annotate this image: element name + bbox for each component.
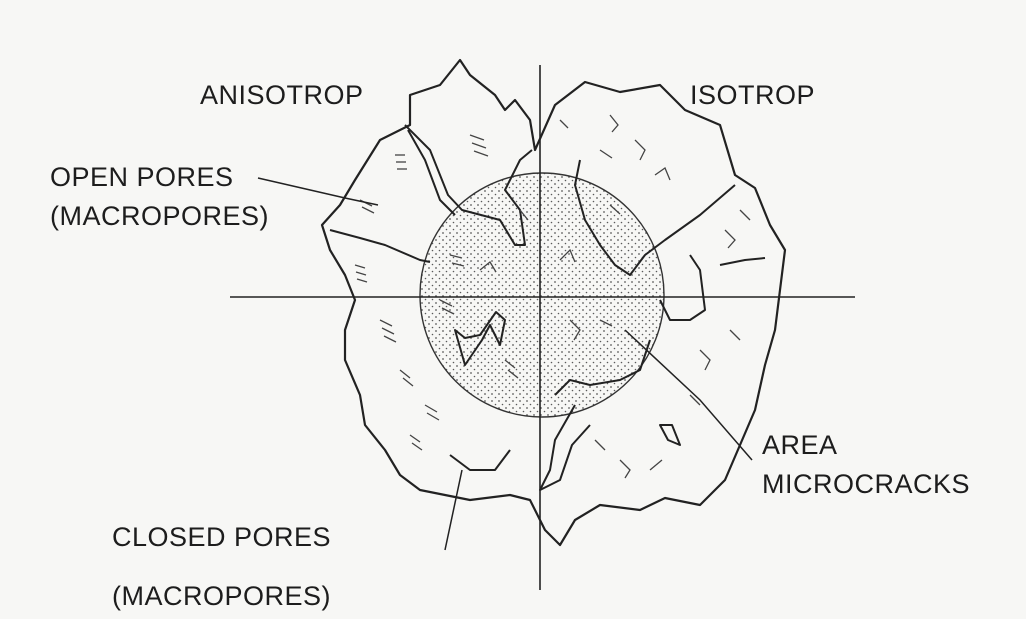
label-anisotrop: ANISOTROP [200, 82, 364, 109]
label-open-pores-macropores: (MACROPORES) [50, 203, 269, 230]
label-open-pores: OPEN PORES [50, 164, 234, 191]
microcrack-area-circle [420, 173, 664, 417]
closed-pores-leader [445, 470, 462, 550]
label-closed-pores: CLOSED PORES [112, 524, 331, 551]
label-isotrop: ISOTROP [690, 82, 815, 109]
label-closed-pores-macropores: (MACROPORES) [112, 583, 331, 610]
label-microcracks: MICROCRACKS [762, 471, 970, 498]
label-area: AREA [762, 432, 838, 459]
open-pores-leader [258, 178, 378, 205]
